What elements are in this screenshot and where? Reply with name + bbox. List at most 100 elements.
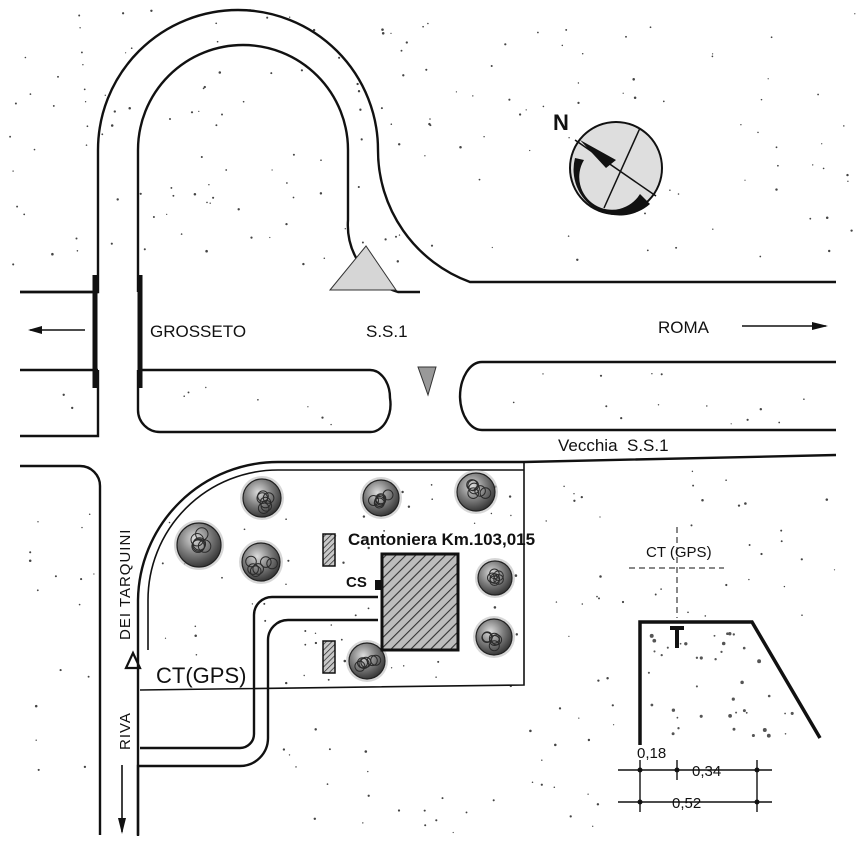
speckle bbox=[307, 406, 309, 408]
speckle bbox=[28, 559, 32, 562]
speckle bbox=[701, 498, 704, 502]
speckle bbox=[205, 386, 207, 389]
speckle bbox=[759, 255, 762, 258]
speckle bbox=[745, 711, 748, 714]
speckle bbox=[679, 642, 682, 645]
speckle bbox=[84, 101, 87, 103]
speckle bbox=[320, 159, 322, 162]
speckle bbox=[687, 611, 689, 614]
speckle bbox=[587, 793, 589, 795]
speckle bbox=[542, 105, 545, 108]
speckle bbox=[695, 656, 699, 659]
speckle bbox=[344, 228, 346, 230]
speckle bbox=[380, 107, 383, 110]
speckle bbox=[472, 95, 474, 97]
label-old-road: Vecchia S.S.1 bbox=[558, 436, 669, 455]
speckle bbox=[597, 679, 600, 682]
speckle bbox=[712, 228, 714, 230]
speckle bbox=[542, 373, 544, 375]
tree-icon bbox=[475, 558, 515, 598]
label-dim-1: 0,18 bbox=[637, 745, 666, 762]
speckle bbox=[85, 144, 88, 146]
speckle bbox=[384, 238, 387, 241]
speckle bbox=[35, 739, 37, 741]
speckle bbox=[766, 733, 771, 738]
speckle bbox=[242, 100, 245, 103]
speckle bbox=[828, 249, 831, 253]
traffic-island-south bbox=[417, 366, 437, 397]
speckle bbox=[675, 246, 678, 249]
speckle bbox=[430, 244, 434, 247]
tree-icon bbox=[240, 476, 284, 520]
speckle bbox=[110, 124, 114, 127]
speckle bbox=[622, 92, 624, 94]
speckle bbox=[330, 624, 333, 626]
label-dim-3: 0,52 bbox=[672, 795, 701, 812]
speckle bbox=[367, 607, 370, 610]
speckle bbox=[319, 192, 323, 195]
speckle bbox=[208, 183, 210, 186]
speckle bbox=[75, 237, 78, 240]
speckle bbox=[529, 729, 532, 733]
speckle bbox=[218, 71, 222, 74]
speckle bbox=[364, 750, 368, 753]
speckle bbox=[130, 47, 133, 50]
speckle bbox=[732, 633, 735, 636]
speckle bbox=[33, 148, 36, 151]
speckle bbox=[212, 196, 215, 199]
speckle bbox=[757, 131, 759, 134]
speckle bbox=[737, 504, 741, 507]
speckle bbox=[183, 395, 185, 397]
speckle bbox=[405, 41, 408, 44]
speckle bbox=[164, 637, 167, 639]
speckle bbox=[492, 799, 495, 802]
speckle bbox=[581, 603, 584, 605]
speckle bbox=[473, 522, 476, 524]
label-street-name-bottom: RIVA bbox=[117, 712, 134, 750]
speckle bbox=[437, 660, 440, 663]
speckle bbox=[580, 495, 583, 499]
tree-icon bbox=[174, 520, 224, 570]
speckle bbox=[93, 573, 95, 575]
speckle bbox=[783, 585, 786, 588]
speckle bbox=[762, 728, 767, 732]
speckle bbox=[568, 137, 570, 139]
speckle bbox=[304, 630, 307, 632]
speckle bbox=[775, 146, 778, 149]
speckle bbox=[161, 562, 164, 565]
speckle bbox=[478, 178, 481, 181]
speckle bbox=[633, 96, 637, 100]
speckle bbox=[825, 216, 829, 219]
speckle bbox=[803, 398, 805, 400]
speckle bbox=[397, 809, 401, 812]
speckle bbox=[612, 724, 615, 726]
speckle bbox=[821, 143, 823, 145]
speckle bbox=[740, 680, 744, 685]
survey-triangle-icon bbox=[124, 650, 142, 670]
cs-marker bbox=[375, 580, 381, 590]
speckle bbox=[606, 676, 609, 680]
speckle bbox=[396, 260, 400, 263]
speckle bbox=[313, 817, 317, 821]
speckle bbox=[711, 53, 714, 55]
speckle bbox=[394, 235, 398, 238]
speckle bbox=[359, 108, 362, 111]
speckle bbox=[790, 711, 794, 715]
road-network bbox=[20, 8, 837, 836]
speckle bbox=[23, 213, 26, 216]
speckle bbox=[304, 643, 307, 646]
speckle bbox=[34, 704, 38, 708]
speckle bbox=[9, 135, 12, 138]
speckle bbox=[14, 102, 17, 105]
speckle bbox=[360, 138, 363, 141]
speckle bbox=[621, 600, 625, 604]
speckle bbox=[676, 716, 679, 719]
speckle bbox=[397, 143, 401, 146]
speckle bbox=[57, 75, 59, 78]
speckle bbox=[302, 262, 305, 266]
speckle bbox=[854, 13, 856, 15]
speckle bbox=[508, 98, 511, 101]
speckle bbox=[116, 198, 119, 201]
label-control-point: CT(GPS) bbox=[156, 663, 246, 688]
speckle bbox=[567, 235, 570, 237]
